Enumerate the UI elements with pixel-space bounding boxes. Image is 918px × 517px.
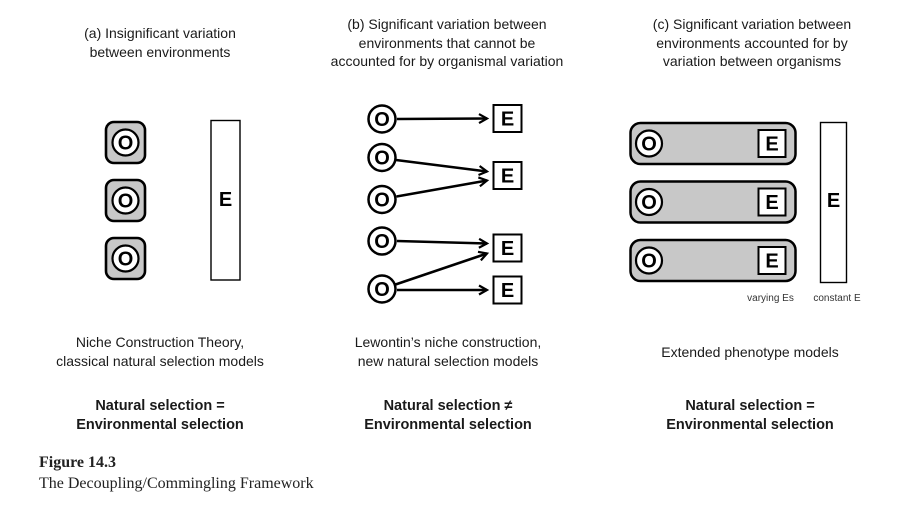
environment-label: E	[501, 166, 514, 188]
environment-label: E	[827, 190, 840, 212]
panel-a-equation: Natural selection = Environmental select…	[76, 398, 244, 433]
organism-label: O	[641, 134, 657, 156]
panel-c-models: Extended phenotype models	[661, 344, 839, 360]
organism-label: O	[641, 192, 657, 214]
environment-label: E	[501, 238, 514, 260]
panel-b-equation: Natural selection ≠ Environmental select…	[364, 398, 532, 433]
organism-label: O	[118, 191, 134, 213]
organism-circle	[634, 129, 664, 158]
arrow-o1-e1	[396, 113, 490, 125]
panel-b-header: (b) Significant variation between enviro…	[330, 16, 564, 69]
organism-label: O	[118, 133, 134, 155]
organism-circle	[634, 187, 664, 217]
organism-label: O	[374, 231, 390, 253]
varying-es-label: varying Es	[747, 293, 794, 304]
environment-bar	[210, 119, 241, 281]
organism-environment-unit	[629, 121, 797, 166]
figure-caption-label: Figure 14.3	[39, 454, 117, 471]
environment-box	[757, 246, 787, 275]
panel-c-header: (c) Significant variation between enviro…	[652, 16, 852, 69]
organism-circle	[111, 244, 140, 273]
environment-bar	[819, 121, 848, 284]
organism-label: O	[118, 249, 134, 271]
organism-environment-unit	[629, 238, 797, 283]
environment-box	[492, 233, 523, 263]
arrow-o3-e2	[396, 176, 490, 198]
organism-label: O	[374, 109, 390, 131]
arrow-o5-e3	[395, 250, 490, 286]
organism-circle	[367, 184, 397, 215]
environment-label: E	[765, 134, 778, 156]
panel-a-diagram: O O O E	[104, 119, 241, 281]
constant-e-label: constant E	[813, 293, 861, 304]
arrow-o4-e3	[396, 237, 490, 249]
environment-label: E	[501, 280, 514, 302]
environment-box	[757, 187, 787, 217]
organism-label: O	[374, 190, 390, 212]
organism-label: O	[641, 251, 657, 273]
environment-label: E	[219, 189, 232, 211]
organism-label: O	[374, 279, 390, 301]
organism-circle	[111, 128, 140, 157]
organism-environment-unit	[629, 180, 797, 224]
organism-label: O	[374, 148, 390, 170]
environment-box	[492, 104, 523, 133]
organism-circle	[367, 226, 397, 256]
arrow-o2-e2	[395, 158, 490, 176]
environment-box	[757, 129, 787, 158]
panel-c-diagram: O O O E E E E varying Es constant E	[629, 121, 861, 304]
organism-circle	[367, 104, 397, 134]
figure-caption: Figure 14.3 The Decoupling/Commingling F…	[39, 452, 314, 494]
panel-a-models: Niche Construction Theory, classical nat…	[56, 334, 264, 369]
environment-label: E	[765, 192, 778, 214]
figure-caption-title: The Decoupling/Commingling Framework	[39, 475, 314, 492]
organism-circle	[367, 274, 397, 304]
panel-b-diagram: O O O O O E E E E	[367, 104, 523, 305]
organism-circle	[367, 142, 397, 173]
environment-label: E	[501, 109, 514, 131]
panel-a-header: (a) Insignificant variation between envi…	[84, 25, 236, 60]
environment-box	[492, 161, 523, 190]
environment-label: E	[765, 251, 778, 273]
panel-b-models: Lewontin’s niche construction, new natur…	[354, 334, 542, 369]
panel-c-equation: Natural selection = Environmental select…	[666, 398, 834, 433]
organism-circle	[111, 186, 140, 215]
organism-circle	[634, 246, 664, 275]
environment-box	[492, 275, 523, 305]
